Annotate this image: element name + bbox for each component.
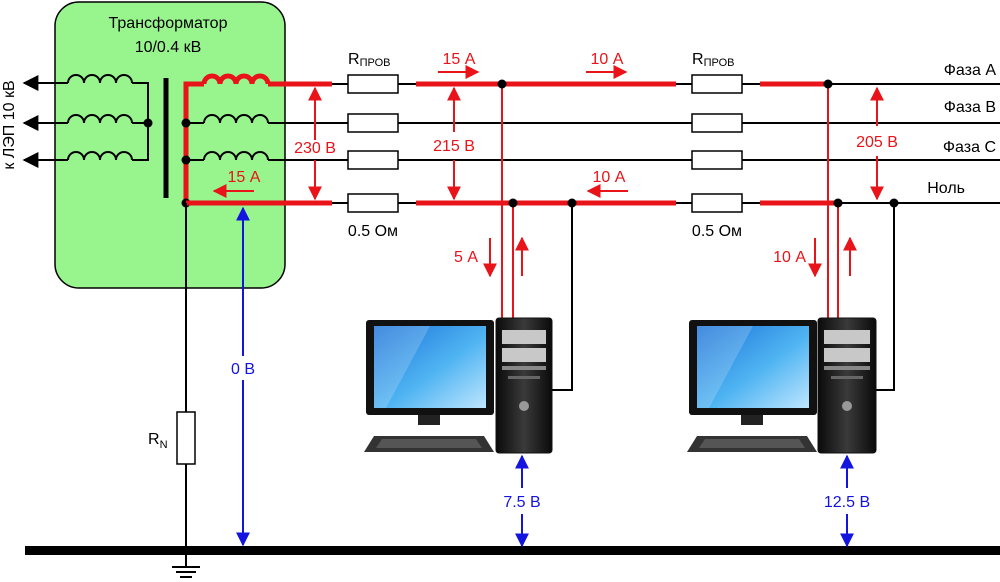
ground-resistor-label: RN [148,431,168,451]
resistors-section-1 [347,74,399,213]
voltage-label-1: 230 В [294,140,336,157]
computer-2-connections [808,79,899,391]
primary-winding [22,74,153,168]
monitor-icon [364,320,494,452]
current-phase-a-2: 10 А [591,51,624,68]
current-neutral-2: 10 А [593,169,626,186]
resistor-label-2: RПРОВ [692,51,734,69]
transformer-rating: 10/0.4 кВ [135,39,202,56]
monitor-icon [687,320,817,452]
pc-tower-icon [817,317,877,454]
ground-voltage-0: 0 В [231,361,255,378]
current-neutral-1: 15 А [228,169,261,186]
computer-2 [687,317,877,454]
load-current-1: 5 А [454,249,478,266]
resistor-value-1: 0.5 Ом [348,223,398,240]
ground-voltage-2: 12.5 В [824,494,870,511]
voltage-label-2: 215 В [433,138,475,155]
computer-1-connections [483,79,577,391]
phase-b-label: Фаза В [944,99,996,116]
phase-a-label: Фаза А [944,62,997,79]
transformer-title: Трансформатор [109,15,228,32]
computer-1 [364,317,553,454]
resistors-section-2 [691,74,743,213]
current-phase-a-1: 15 А [443,51,476,68]
input-line-label: к ЛЭП 10 кВ [1,80,18,169]
resistor-label-1: RПРОВ [348,51,390,69]
ground-voltage-1: 7.5 В [503,494,540,511]
resistor-value-2: 0.5 Ом [692,223,742,240]
neutral-label: Ноль [927,180,965,197]
load-current-2: 10 А [773,249,806,266]
pc-tower-icon [495,317,553,454]
voltage-label-3: 205 В [856,134,898,151]
phase-c-label: Фаза С [943,139,996,156]
ground-bar [25,546,1000,555]
transformer-box [54,1,286,289]
fault-path [186,81,842,206]
